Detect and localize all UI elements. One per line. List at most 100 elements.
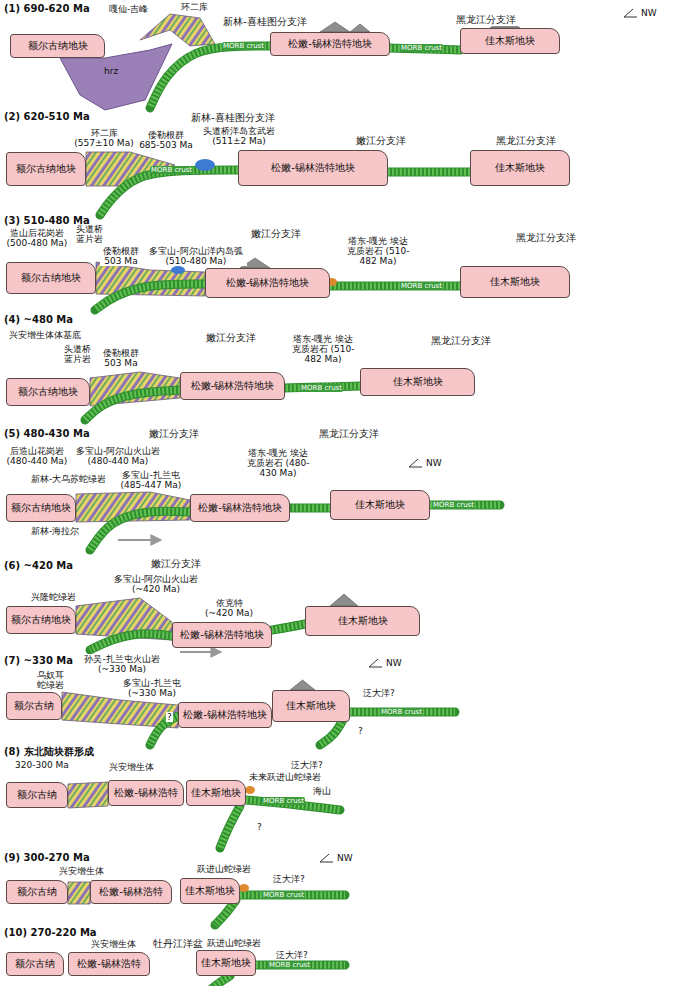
rock-label: 环二库 (557±10 Ma) [72, 128, 136, 148]
rock-label: 造山后花岗岩 (500-480 Ma) [4, 228, 70, 248]
ocean-label: 新林-喜桂图分支洋 [222, 16, 308, 28]
terrane-name: 佳木斯地块 [338, 615, 388, 627]
rock-label: 多宝山-阿尔山洋内岛弧 (510-480 Ma) [145, 246, 247, 266]
panel-title: (1) 690-620 Ma [4, 3, 90, 15]
crust-label: MORB crust [262, 891, 305, 899]
rock-label: NW [640, 8, 658, 18]
terrane-name: 额尔古纳地块 [11, 502, 71, 514]
rock-label: 兴隆蛇绿岩 [30, 592, 77, 602]
terrane-block: 额尔古纳地块 [6, 606, 76, 634]
ocean-label: 嫩江分支洋 [205, 332, 257, 344]
terrane-block: 松嫩-锡林浩特 [108, 780, 184, 806]
slab-stripe [220, 806, 240, 848]
rock-label: 泛大洋? [362, 688, 396, 698]
slab-stripe [388, 169, 470, 176]
terrane-block: 松嫩-锡林浩特 [90, 880, 172, 904]
terrane-block: 松嫩-锡林浩特 [68, 952, 150, 976]
terrane-block: 松嫩-锡林浩特地块 [172, 622, 272, 648]
oceanic-slab [150, 46, 270, 108]
ocean-label: 黑龙江分支洋 [430, 335, 492, 347]
slab-stripe [100, 170, 238, 215]
panel-title: (7) ~330 Ma [4, 655, 73, 667]
rock-label: 后造山花岗岩 (480-440 Ma) [4, 446, 70, 466]
oceanic-slab [90, 634, 172, 650]
rock-label: 倭勒根群 503 Ma [100, 246, 142, 266]
rock-label: ? [166, 712, 173, 722]
slab-stripe [90, 634, 172, 650]
terrane-block: 额尔古纳 [6, 692, 62, 720]
volcanic-body [171, 266, 185, 274]
terrane-block: 松嫩-锡林浩特地块 [180, 372, 285, 400]
crust-label: MORB crust [150, 166, 193, 174]
terrane-name: 松嫩-锡林浩特 [114, 787, 178, 799]
rock-label: 海山 [312, 786, 332, 796]
oceanic-slab [100, 170, 238, 215]
rock-label: 倭勒根群 685-503 Ma [136, 130, 196, 150]
terrane-block: 额尔古纳地块 [6, 152, 86, 186]
slab-stripe [272, 624, 305, 630]
terrane-name: 松嫩-锡林浩特 [77, 958, 141, 970]
terrane-block: 额尔古纳地块 [10, 34, 105, 58]
slab-stripe [350, 709, 455, 716]
volcanic-body [195, 159, 215, 171]
terrane-name: 佳木斯地块 [201, 957, 251, 969]
rock-label: 多宝山-扎兰屯 (~330 Ma) [120, 678, 184, 698]
panel-title: (5) 480-430 Ma [4, 428, 90, 440]
rock-label: 跃进山蛇绿岩 [196, 864, 252, 874]
rock-label: 320-300 Ma [14, 760, 70, 770]
panel-title: (8) 东北陆块群形成 [4, 746, 94, 758]
rock-label: 兴安增生体 [90, 939, 137, 949]
ocean-label: 新林-喜桂图分支洋 [190, 112, 276, 124]
slab-stripe [240, 892, 345, 899]
ocean-label: 黑龙江分支洋 [515, 232, 577, 244]
oceanic-slab [330, 282, 460, 291]
terrane-block: 额尔古纳地块 [6, 262, 96, 294]
rock-label: 未来跃进山蛇绿岩 [248, 772, 322, 782]
terrane-block: 松嫩-锡林浩特地块 [238, 150, 388, 186]
terrane-name: 额尔古纳 [17, 789, 57, 801]
terrane-name: 松嫩-锡林浩特地块 [288, 38, 372, 50]
terrane-block: 松嫩-锡林浩特地块 [178, 702, 272, 728]
rock-label: 新林-大乌苏蛇绿岩 [30, 474, 107, 484]
rock-label: 塔东-嘎光 埃达克质岩石 (510-482 Ma) [290, 334, 356, 364]
rock-label: 塔东-嘎光 埃达克质岩石 (510-482 Ma) [345, 236, 411, 266]
slab-stripe [256, 962, 345, 969]
terrane-block: 松嫩-锡林浩特地块 [205, 268, 330, 298]
terrane-block: 松嫩-锡林浩特地块 [270, 32, 390, 56]
slab-stripe [90, 511, 190, 550]
accretion-wedge [140, 14, 215, 46]
ocean-label: 嫩江分支洋 [148, 428, 200, 440]
slab-stripe [430, 502, 500, 509]
terrane-block: 额尔古纳 [6, 952, 64, 976]
oceanic-slab [388, 168, 470, 177]
rock-label: 嘎仙-吉峰 [108, 4, 149, 14]
terrane-name: 佳木斯地块 [355, 499, 405, 511]
accretion-wedge [68, 882, 90, 904]
mountain-symbol [330, 594, 358, 606]
oceanic-slab [350, 708, 455, 717]
slab-stripe [85, 390, 180, 420]
terrane-name: 佳木斯地块 [393, 376, 443, 388]
accretion-wedge [96, 262, 205, 296]
oceanic-slab [430, 501, 500, 510]
terrane-block: 佳木斯地块 [272, 690, 350, 722]
rock-label: 头道桥 蓝片岩 [72, 224, 106, 244]
terrane-name: 佳木斯地块 [185, 885, 235, 897]
rock-label: NW [385, 658, 403, 668]
rock-label: 跃进山蛇绿岩 [206, 938, 262, 948]
rock-label: 泛大洋? [275, 950, 309, 960]
crust-label: MORB crust [222, 42, 265, 50]
rock-label: 多宝山-阿尔山火山岩 (~420 Ma) [110, 574, 202, 594]
terrane-name: 佳木斯地块 [495, 162, 545, 174]
oceanic-slab [240, 891, 345, 900]
terrane-block: 额尔古纳地块 [6, 494, 76, 522]
slab-stripe [330, 283, 460, 290]
panel-title: (4) ~480 Ma [4, 314, 73, 326]
crust-label: MORB crust [268, 961, 311, 969]
terrane-name: 松嫩-锡林浩特地块 [226, 277, 310, 289]
terrane-block: 佳木斯地块 [330, 490, 430, 520]
rock-label: 泛大洋? [272, 874, 306, 884]
terrane-name: 松嫩-锡林浩特地块 [180, 629, 264, 641]
rock-label: 乌奴耳 蛇绿岩 [34, 670, 66, 690]
terrane-name: 松嫩-锡林浩特地块 [198, 502, 282, 514]
